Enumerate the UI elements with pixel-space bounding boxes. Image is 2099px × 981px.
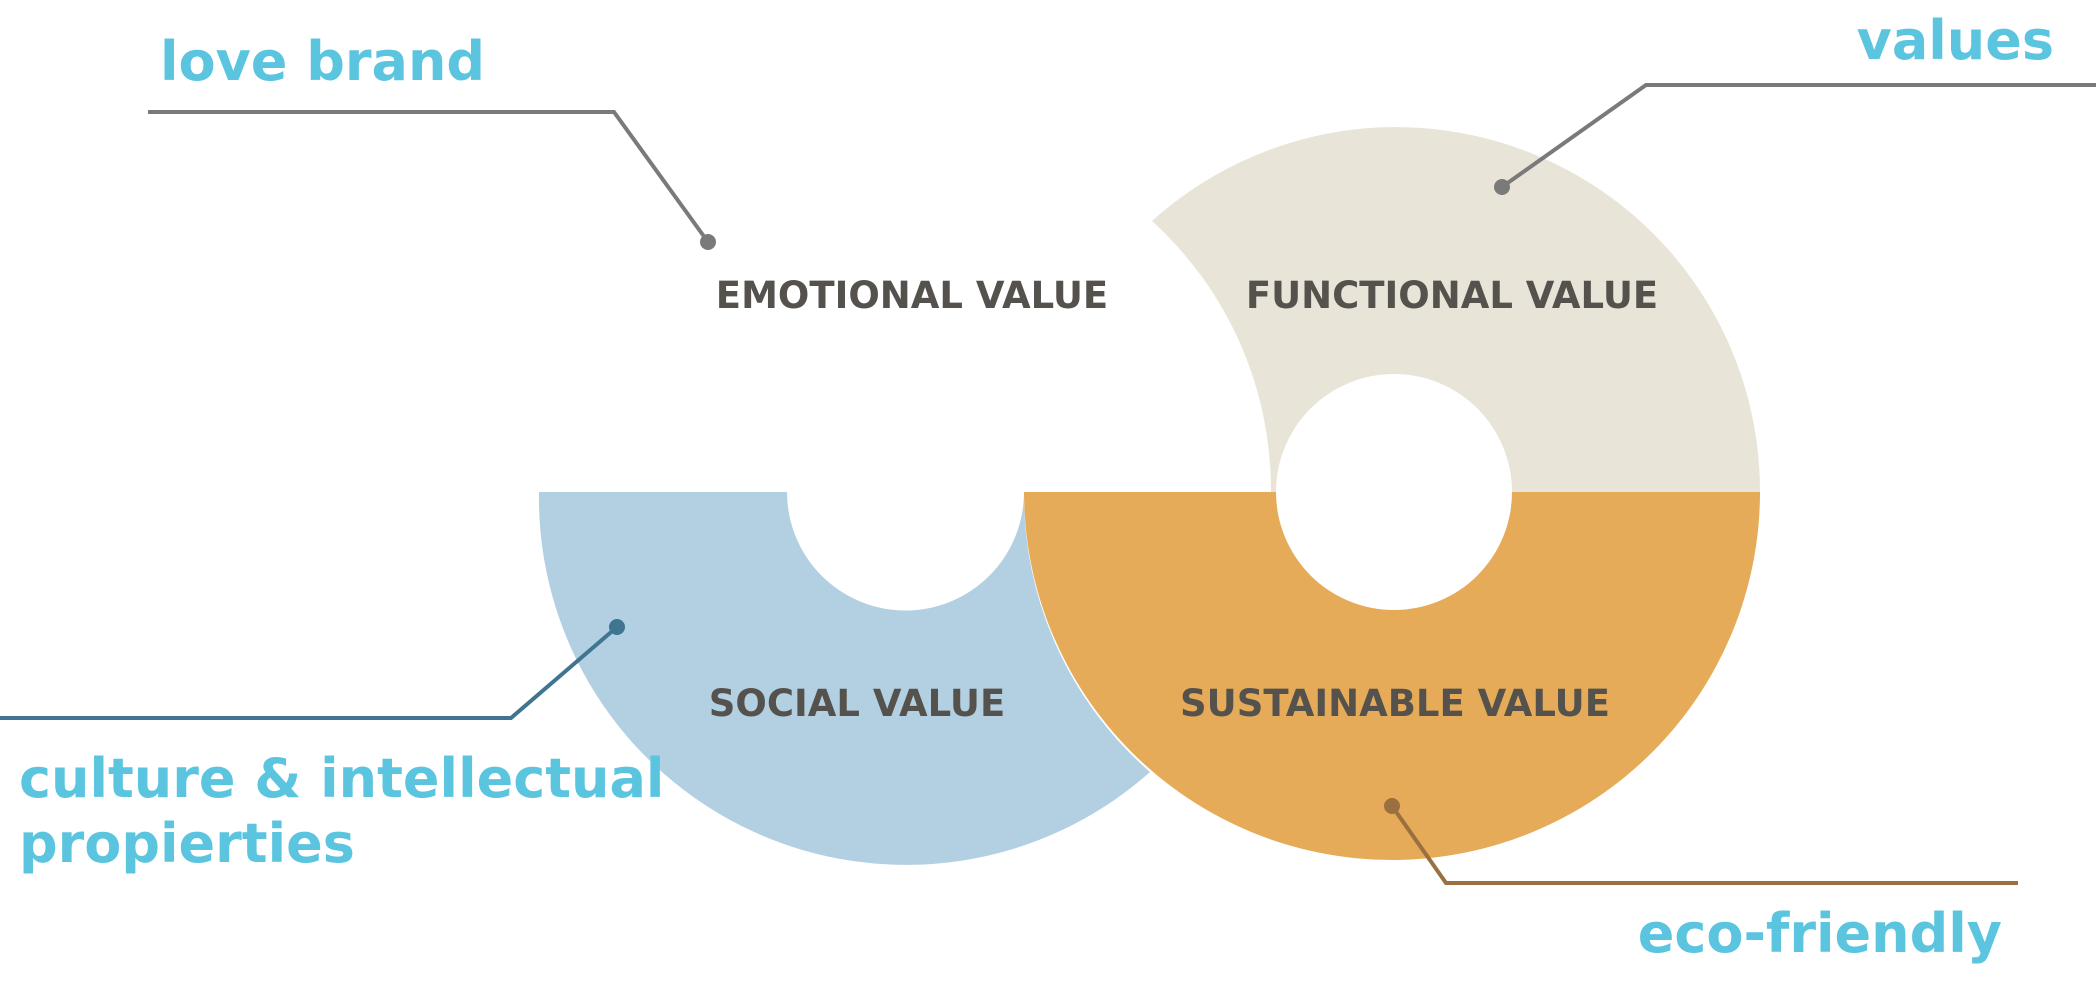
values-leader-dot (1494, 179, 1510, 195)
culture-callout-line2: propierties (19, 812, 355, 875)
love-brand-leader-line (148, 110, 710, 244)
values-callout: values (1857, 9, 2054, 72)
eco-friendly-callout: eco-friendly (1638, 902, 2002, 965)
social-value-label: SOCIAL VALUE (709, 682, 1005, 725)
emotional-value-label: EMOTIONAL VALUE (716, 274, 1108, 317)
love-brand-callout: love brand (160, 30, 485, 93)
functional-value-label: FUNCTIONAL VALUE (1246, 274, 1658, 317)
sustainable-value-segment (1024, 492, 1760, 860)
culture-callout-line1: culture & intellectual (19, 747, 664, 810)
functional-value-segment (1152, 127, 1761, 492)
eco-friendly-leader-line (1390, 804, 2018, 885)
sustainable-value-label: SUSTAINABLE VALUE (1180, 682, 1610, 725)
culture-leader-dot (609, 619, 625, 635)
culture-leader-line (0, 625, 619, 720)
eco-friendly-leader-dot (1384, 798, 1400, 814)
love-brand-leader-dot (700, 234, 716, 250)
social-value-segment (538, 492, 1150, 865)
values-leader-line (1500, 83, 2096, 189)
